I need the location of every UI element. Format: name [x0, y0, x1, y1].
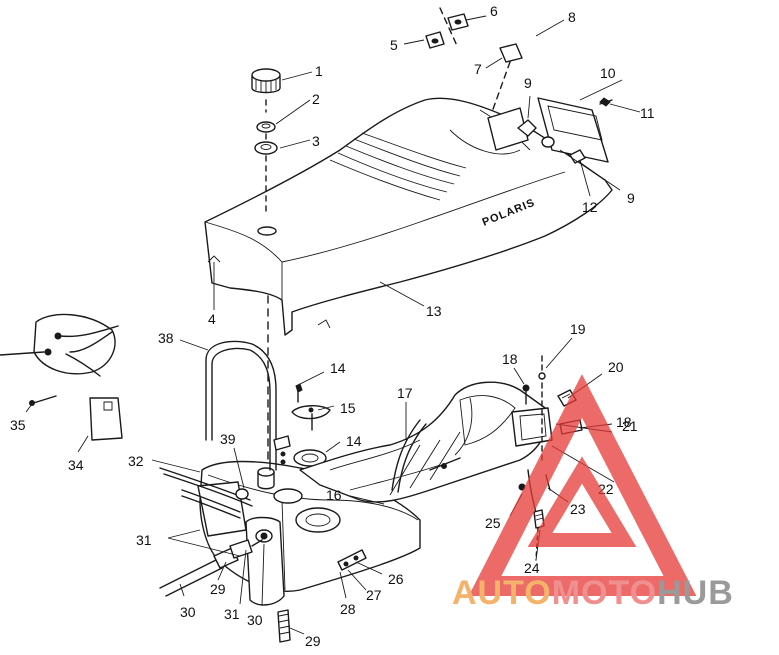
watermark-text-hub: HUB: [657, 574, 734, 612]
callout-14-upper: 14: [330, 360, 346, 376]
callout-24: 24: [524, 560, 540, 576]
tank-straps: [159, 340, 331, 519]
callout-10: 10: [600, 65, 616, 81]
callout-11: 11: [640, 105, 655, 121]
callout-18-upper: 18: [502, 351, 518, 367]
callout-27: 27: [366, 587, 382, 603]
fuel-cap-assembly: [251, 68, 281, 216]
fuel-line-assembly: [159, 539, 291, 643]
callout-2: 2: [312, 91, 320, 107]
callout-7: 7: [474, 61, 482, 77]
watermark-triangle-inner: [527, 456, 637, 547]
callout-37: 34: [68, 457, 84, 473]
callout-20: 20: [608, 359, 624, 375]
callout-8: 8: [568, 9, 576, 25]
callout-23: 23: [570, 501, 586, 517]
callout-13: 13: [426, 303, 442, 319]
gauge-assembly: [0, 313, 123, 441]
automotohub-watermark: AUTOMOTOHUB: [452, 374, 734, 612]
callout-4: 4: [208, 311, 216, 327]
callout-31-label: 31: [224, 606, 240, 622]
taillight-assembly: [425, 7, 613, 164]
callout-38: 35: [10, 417, 26, 433]
callout-17: 17: [397, 385, 413, 401]
callout-35: 32: [128, 453, 144, 469]
electrical-components: [511, 355, 583, 561]
callout-25: 25: [485, 515, 501, 531]
callout-16: 16: [326, 487, 342, 503]
callout-3: 3: [312, 133, 320, 149]
callout-labels: 1 2 3 4 5 6 8 7 9 10 11 12 9 13 38 19 18…: [10, 3, 655, 649]
watermark-text: AUTOMOTOHUB: [452, 574, 734, 612]
callout-6: 6: [490, 3, 498, 19]
watermark-text-auto: AUTO: [452, 574, 552, 612]
callout-15: 15: [340, 400, 356, 416]
callout-36: 38: [158, 330, 174, 346]
watermark-text-moto: MOTO: [552, 574, 657, 612]
callout-28: 28: [340, 601, 356, 617]
leader-lines: [25, 15, 641, 635]
callout-1: 1: [315, 63, 323, 79]
callout-32: 29: [210, 581, 226, 597]
seat-cover: POLARIS: [204, 97, 613, 471]
callout-29-label: 29: [305, 633, 321, 649]
callout-5: 5: [390, 37, 398, 53]
callout-39: 39: [220, 431, 236, 447]
callout-19: 19: [570, 321, 586, 337]
callout-26: 26: [388, 571, 404, 587]
callout-14-lower: 14: [346, 433, 362, 449]
callout-18-lower: 18: [616, 414, 632, 430]
callout-34: 31: [136, 532, 152, 548]
callout-30: 30: [247, 612, 263, 628]
callout-21: 21: [622, 418, 638, 434]
callout-12: 12: [582, 199, 598, 215]
callout-33: 30: [180, 604, 196, 620]
callout-9-upper: 9: [524, 75, 532, 91]
callout-9-lower: 9: [627, 190, 635, 206]
watermark-triangle-outer: [468, 374, 697, 596]
